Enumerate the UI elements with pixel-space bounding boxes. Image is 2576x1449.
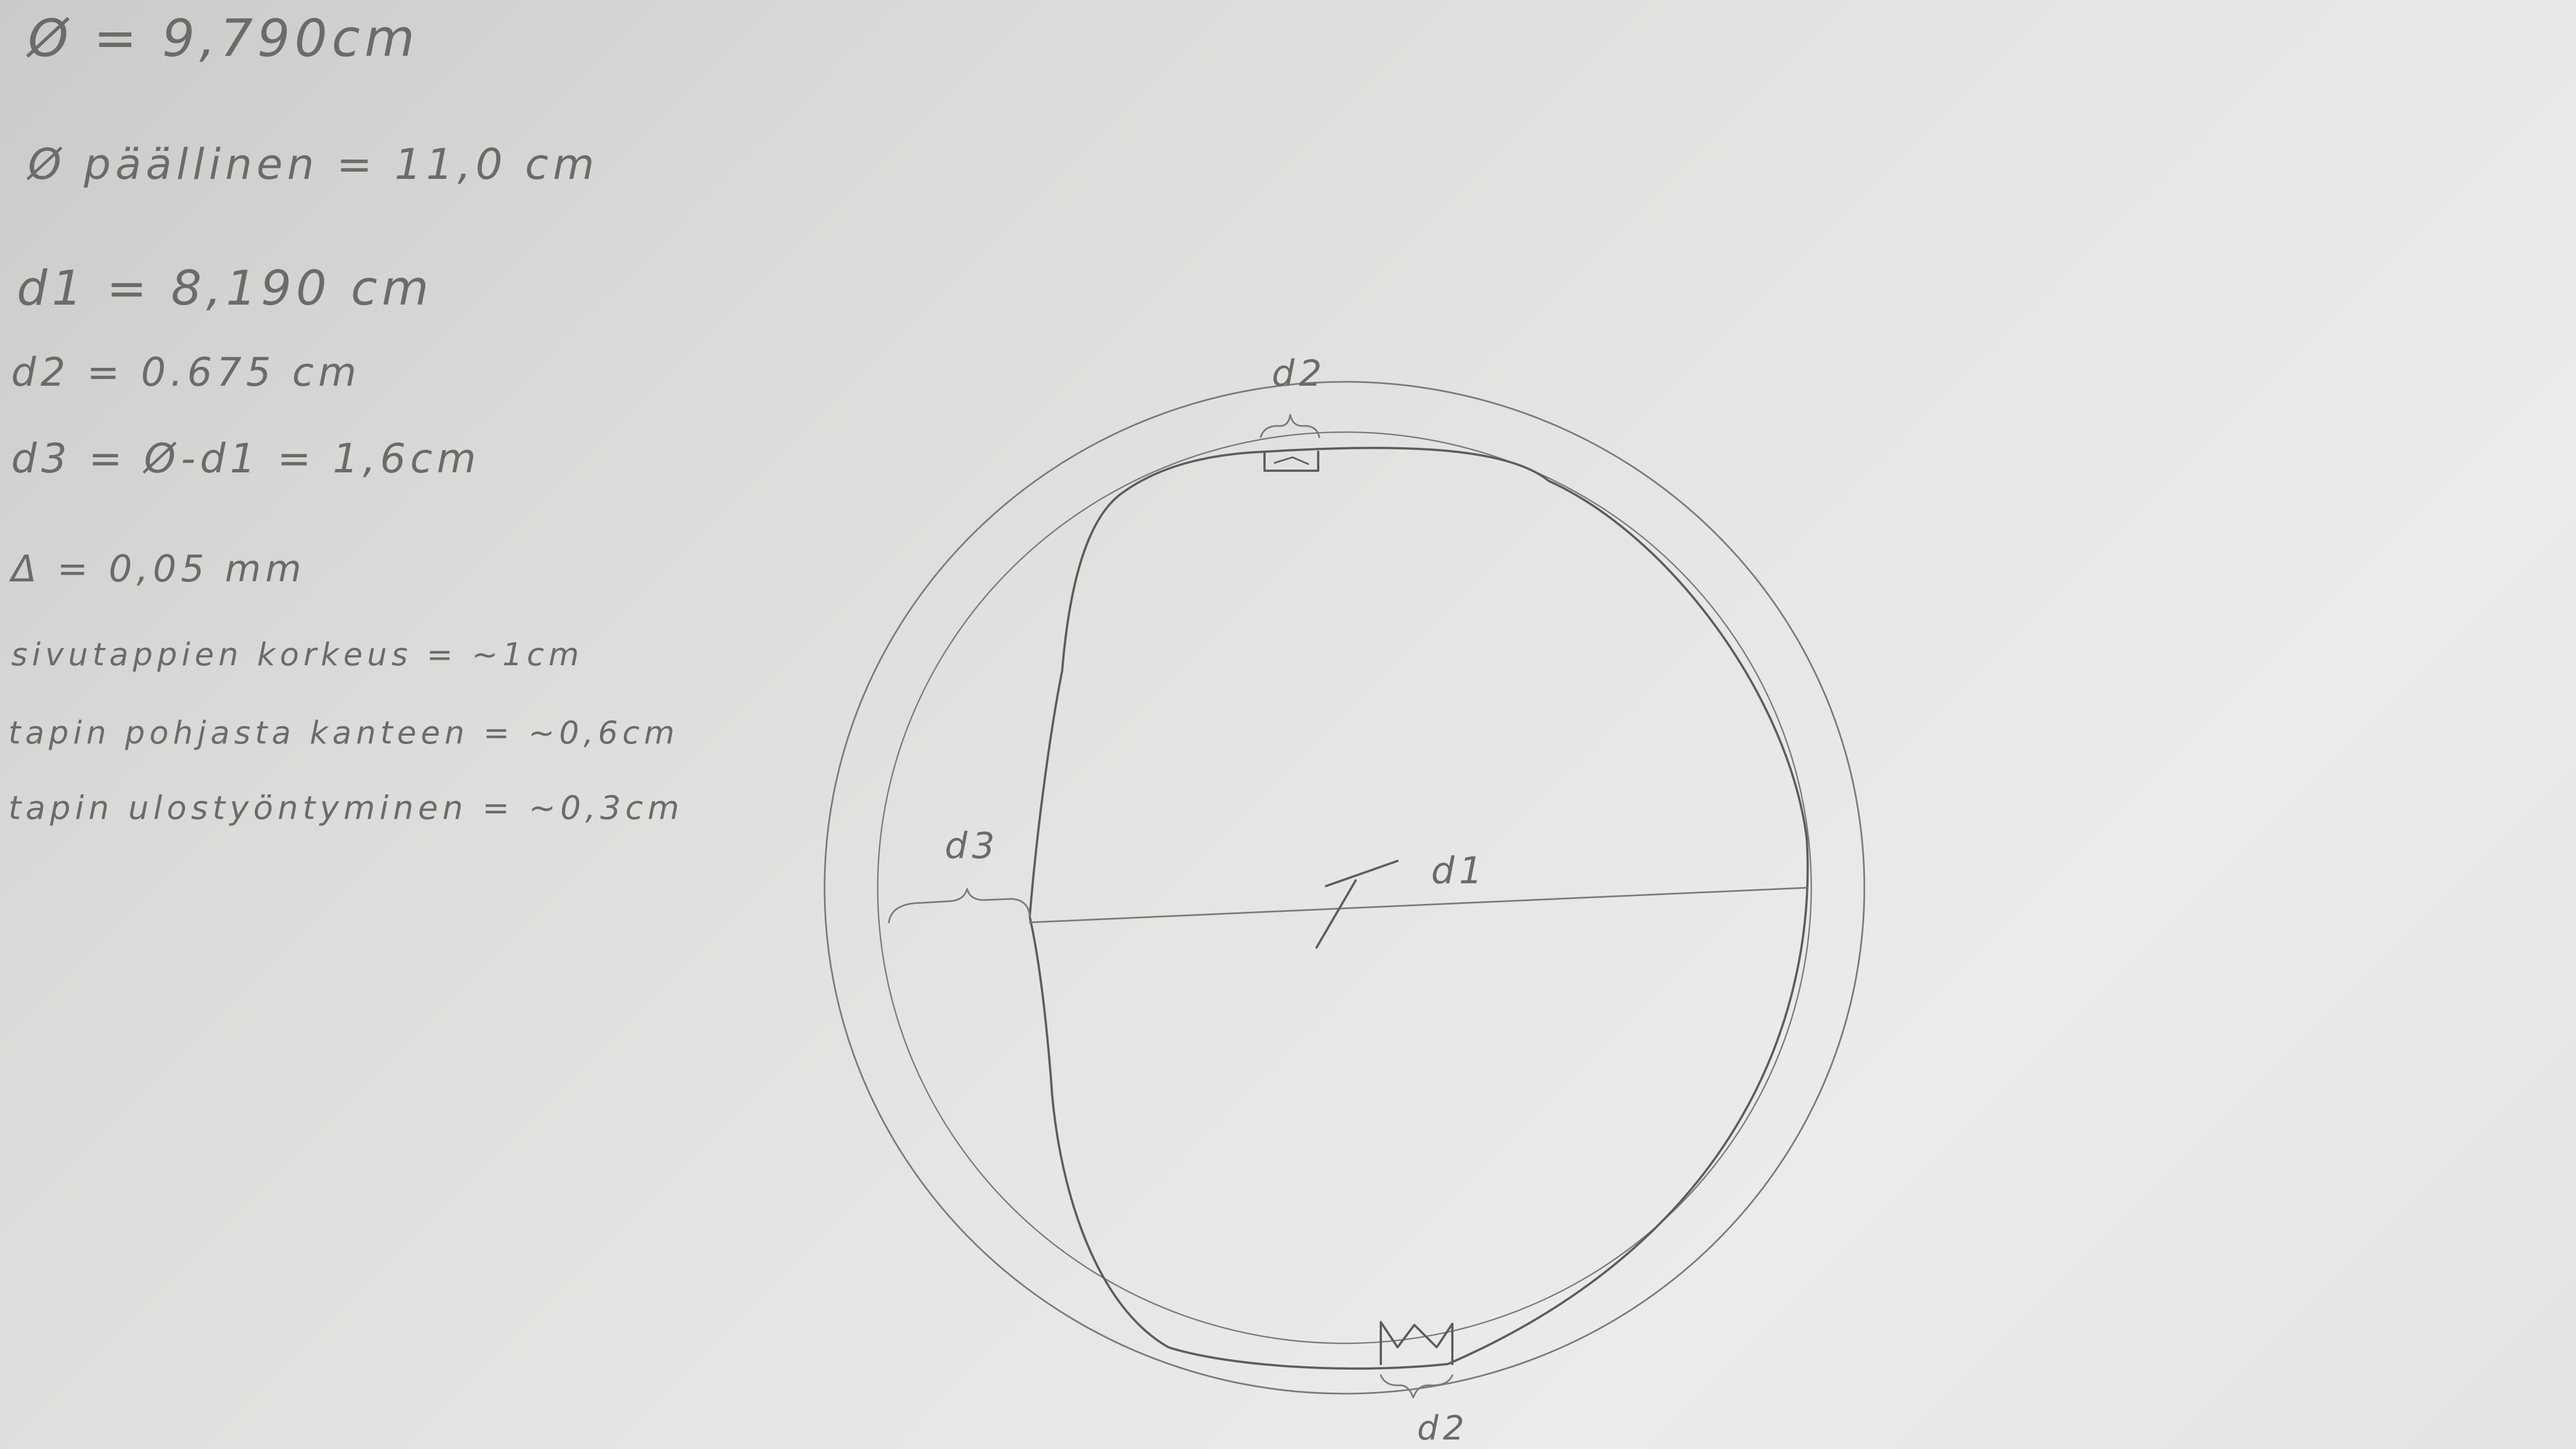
note-outer-diameter: Ø = 9,790cm (26, 8, 419, 68)
label-d1: d1 (1431, 849, 1487, 892)
diameter-line-d1 (1029, 887, 1808, 924)
label-d2-top: d2 (1272, 353, 1326, 395)
note-d2: d2 = 0.675 cm (11, 349, 361, 395)
center-cross-mark (1315, 860, 1399, 949)
top-notch (1259, 414, 1320, 472)
label-d2-bottom: d2 (1417, 1409, 1469, 1448)
note-d3: d3 = Ø-d1 = 1,6cm (11, 435, 480, 482)
notes-block: Ø = 9,790cm Ø päällinen = 11,0 cm d1 = 8… (8, 8, 684, 827)
note-d1: d1 = 8,190 cm (17, 261, 433, 316)
bottom-notch (1380, 1321, 1453, 1399)
brace-d3 (888, 888, 1031, 924)
inner-ring-circle (877, 431, 1812, 1344)
note-delta: Δ = 0,05 mm (8, 547, 306, 590)
note-pin-base-to-lid: tapin pohjasta kanteen = ~0,6cm (8, 715, 679, 751)
outer-ring-circle (823, 381, 1865, 1395)
note-side-pin-height: sivutappien korkeus = ~1cm (11, 637, 584, 673)
note-cover-diameter: Ø päällinen = 11,0 cm (26, 139, 599, 189)
label-d3: d3 (945, 826, 999, 867)
inner-body-outline (1029, 447, 1809, 1370)
note-pin-protrusion: tapin ulostyöntyminen = ~0,3cm (8, 789, 684, 827)
